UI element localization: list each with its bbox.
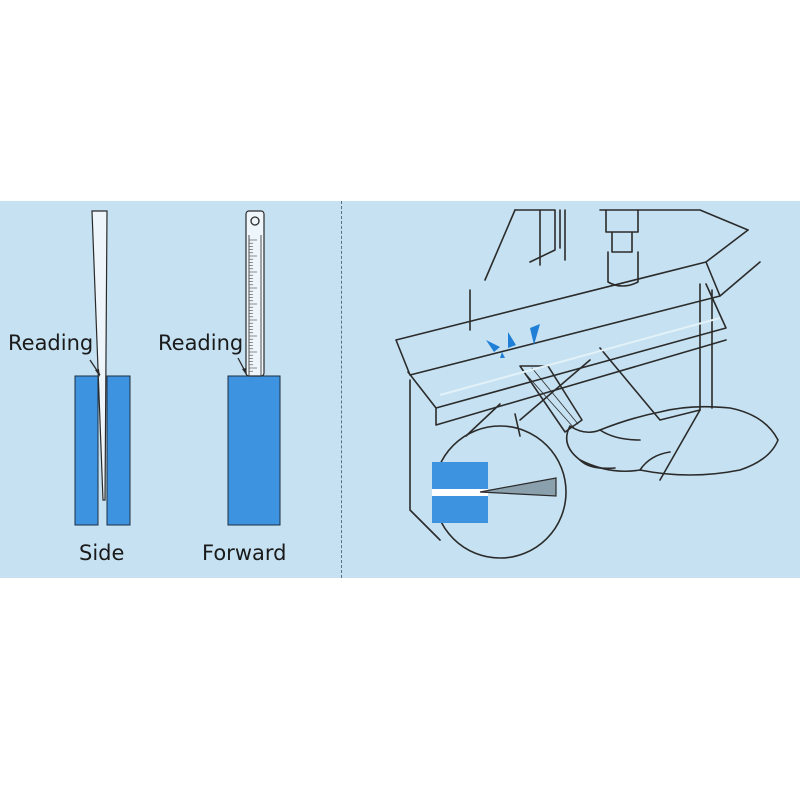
magnified-detail <box>432 462 557 523</box>
diagram-panel <box>0 201 800 578</box>
forward-reading-arrowhead <box>242 368 247 376</box>
lower-beam <box>407 283 727 426</box>
gauge-in-slot <box>519 365 583 433</box>
forward-reading-label: Reading <box>158 331 244 355</box>
machine-frame <box>469 209 561 331</box>
side-taper-blade <box>91 210 108 501</box>
forward-view-label: Forward <box>202 541 287 565</box>
upper-beam <box>395 229 761 376</box>
magnifier-pointer <box>465 403 521 437</box>
side-reading-label: Reading <box>8 331 94 355</box>
spindle-column <box>539 209 566 266</box>
clamp-knob <box>605 209 639 287</box>
beam-highlight <box>439 317 721 396</box>
side-block-right <box>106 375 131 526</box>
side-view-label: Side <box>79 541 125 565</box>
contact-spark-marks <box>486 324 540 358</box>
forward-block <box>227 375 281 526</box>
forward-gauge-strip <box>245 210 265 377</box>
side-reading-arrowhead <box>95 369 100 377</box>
side-block-left <box>74 375 99 526</box>
panel-divider <box>341 201 342 578</box>
machine-base <box>409 379 701 541</box>
